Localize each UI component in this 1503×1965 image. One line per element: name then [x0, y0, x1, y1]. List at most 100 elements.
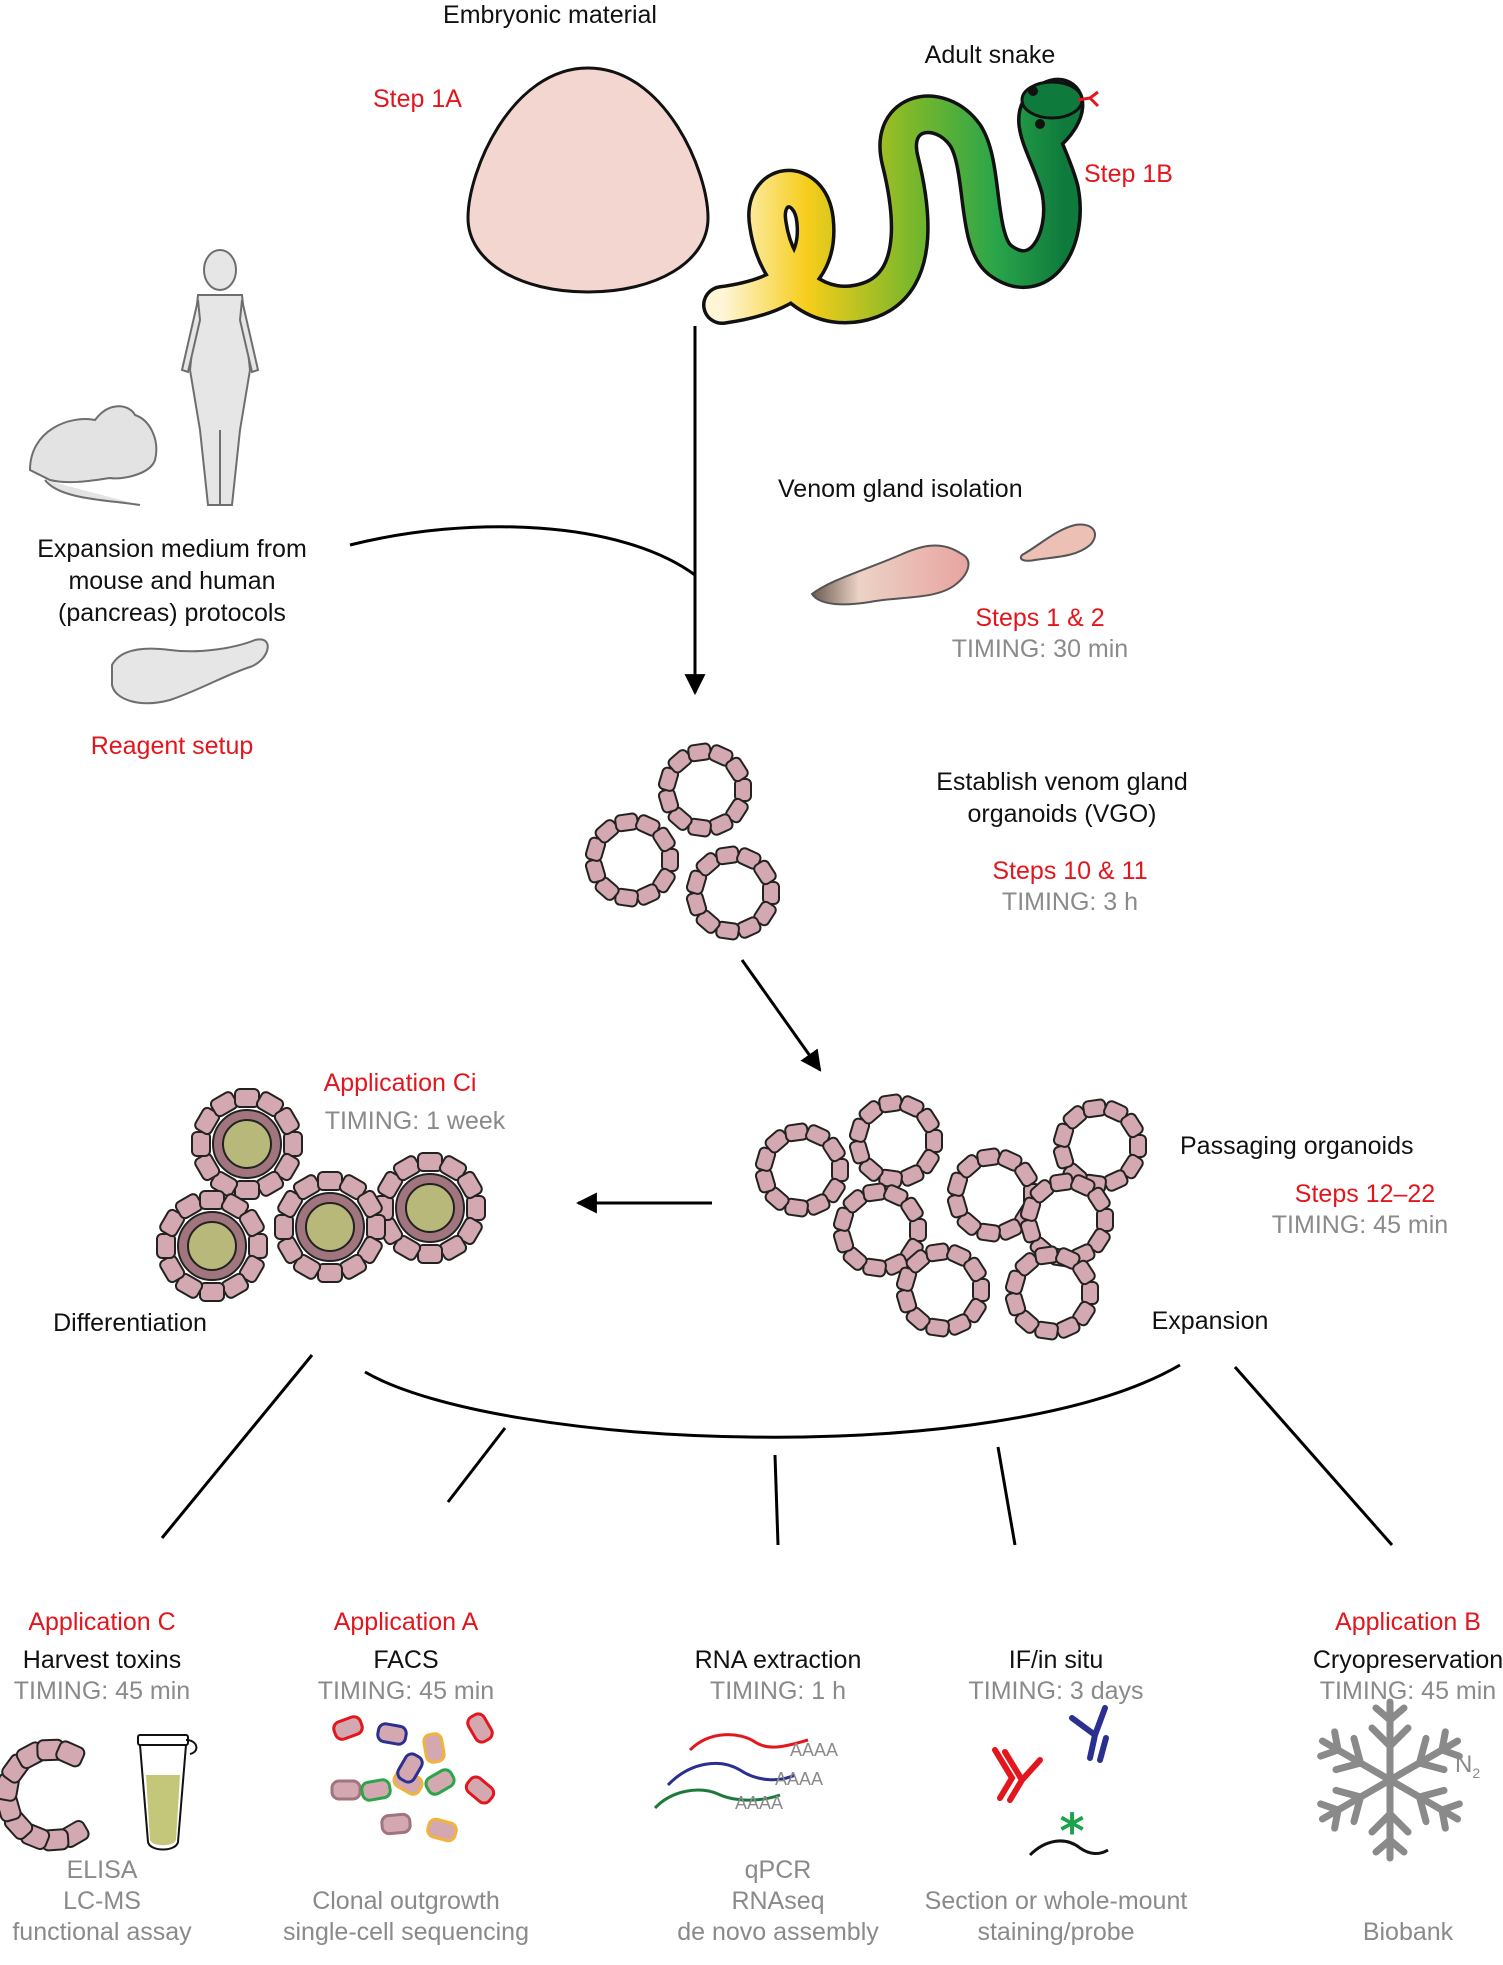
application-output: staining/probe: [977, 1918, 1135, 1946]
human-icon: [180, 249, 260, 506]
differentiation-label: Differentiation: [53, 1309, 207, 1337]
application-output: ELISA: [66, 1856, 138, 1884]
organoid-cell: [862, 1182, 887, 1203]
branch-to-application-a: [446, 1427, 507, 1503]
facs-cell: [360, 1778, 392, 1802]
organoid-cell: [274, 1214, 294, 1240]
passaging-steps-label: Steps 12–22: [1294, 1180, 1436, 1208]
organoid-cell: [762, 881, 780, 905]
organoid-lumen: [405, 1183, 455, 1233]
differentiated-ring: [191, 1088, 303, 1200]
differentiated-ring: [374, 1152, 486, 1264]
facs-cell: [332, 1715, 364, 1741]
branch-to-if: [996, 1446, 1017, 1546]
application-timing: TIMING: 45 min: [13, 1677, 191, 1705]
differentiated-ring: [274, 1171, 386, 1283]
probe-line: [1028, 1839, 1109, 1857]
egg-icon: [466, 66, 710, 294]
organoid-cell: [1049, 1172, 1074, 1193]
establish-timing-label: TIMING: 3 h: [1001, 888, 1139, 916]
facs-cell: [426, 1817, 458, 1843]
expansion-medium-text: Expansion medium from mouse and human (p…: [37, 533, 307, 629]
application-title: Harvest toxins: [22, 1646, 182, 1674]
mouse-icon: [28, 405, 158, 506]
organoid-cell: [925, 1129, 943, 1153]
expansion-label: Expansion: [1151, 1307, 1269, 1335]
organoid-cell: [234, 1180, 260, 1200]
differentiated-organoids: [156, 1088, 486, 1302]
organoid-cell: [317, 1263, 343, 1283]
organoid-cell: [784, 1122, 809, 1143]
organoid-cell: [715, 845, 740, 866]
organoid-cell: [156, 1233, 176, 1259]
application-timing: TIMING: 45 min: [317, 1677, 495, 1705]
organoid-cell: [661, 848, 679, 872]
pancreas-icon: [111, 638, 269, 705]
facs-cell: [330, 1779, 362, 1801]
organoid-cell: [925, 1242, 950, 1263]
differentiated-organoid: [177, 1211, 247, 1281]
isolation-steps-label: Steps 1 & 2: [975, 604, 1105, 632]
organoid-cell: [191, 1131, 211, 1157]
organoid-cell: [1087, 1186, 1111, 1213]
organoid-cell: [1096, 1208, 1114, 1232]
organoid-cell: [734, 778, 752, 802]
medium-line: mouse and human: [68, 567, 276, 595]
antibody-red-icon: [992, 1747, 1043, 1803]
tube-icon: [137, 1734, 198, 1851]
organoid-cell: [417, 1152, 443, 1172]
organoid-cell: [831, 1158, 849, 1182]
n2-subscript: 2: [1472, 1764, 1481, 1781]
step-1a-label: Step 1A: [373, 85, 462, 113]
medium-merge-line: [349, 525, 696, 577]
application-timing: TIMING: 1 h: [709, 1677, 847, 1705]
passaging-organoids-label: Passaging organoids: [1180, 1132, 1414, 1160]
facs-cell: [464, 1775, 496, 1805]
application-output: de novo assembly: [677, 1918, 879, 1946]
probe-star-icon: *: [1059, 1804, 1084, 1860]
rna-strand-green: [653, 1788, 781, 1810]
rna-strand-blue: [666, 1761, 796, 1787]
application-title: Cryopreservation: [1312, 1646, 1503, 1674]
organoid-cell: [652, 826, 676, 853]
organoid-cell: [1120, 1112, 1144, 1139]
establish-vgo-text: Establish venom gland organoids (VGO): [936, 766, 1188, 830]
passaging-ring: [754, 1122, 849, 1218]
organoid-cell: [976, 1147, 1001, 1168]
reagent-setup-label: Reagent setup: [90, 732, 254, 760]
facs-cell: [424, 1768, 456, 1796]
facs-cell: [466, 1712, 494, 1744]
organoid-lumen: [187, 1221, 237, 1271]
poly-a-label: AAAA: [790, 1740, 839, 1760]
arrow-vgo-to-passaging: [740, 959, 822, 1072]
organoid-cell: [356, 1189, 383, 1219]
venom-gland-isolation-label: Venom gland isolation: [778, 475, 1023, 503]
poly-a-label: AAAA: [735, 1793, 784, 1813]
application-timing: TIMING: 45 min: [1319, 1677, 1497, 1705]
establish-steps-label: Steps 10 & 11: [992, 857, 1148, 885]
medium-line: Expansion medium from: [37, 535, 307, 563]
organoid-cell: [909, 1218, 927, 1242]
differentiated-ring: [156, 1190, 268, 1302]
facs-cell: [396, 1752, 424, 1784]
organoid-cell: [466, 1195, 486, 1221]
organoid-cell: [725, 756, 749, 783]
application-output: Biobank: [1362, 1918, 1454, 1946]
poly-a-label: AAAA: [775, 1769, 824, 1789]
branch-to-application-b: [1233, 1366, 1394, 1546]
passaging-ring: [848, 1093, 943, 1189]
application-output: RNAseq: [731, 1887, 825, 1915]
organoid-cell: [972, 1278, 990, 1302]
organoid-cell: [366, 1214, 386, 1240]
organoid-cell: [317, 1171, 343, 1191]
branch-to-rna: [773, 1454, 780, 1546]
organoid-cell: [456, 1170, 483, 1200]
adult-snake-label: Adult snake: [924, 41, 1056, 69]
organoid-cell: [900, 1196, 924, 1223]
organoid-cell: [248, 1233, 268, 1259]
organoid-cell: [1034, 1245, 1059, 1266]
facs-cell: [376, 1722, 408, 1746]
vgo-ring: [584, 812, 679, 908]
passaging-timing-label: TIMING: 45 min: [1271, 1211, 1449, 1239]
